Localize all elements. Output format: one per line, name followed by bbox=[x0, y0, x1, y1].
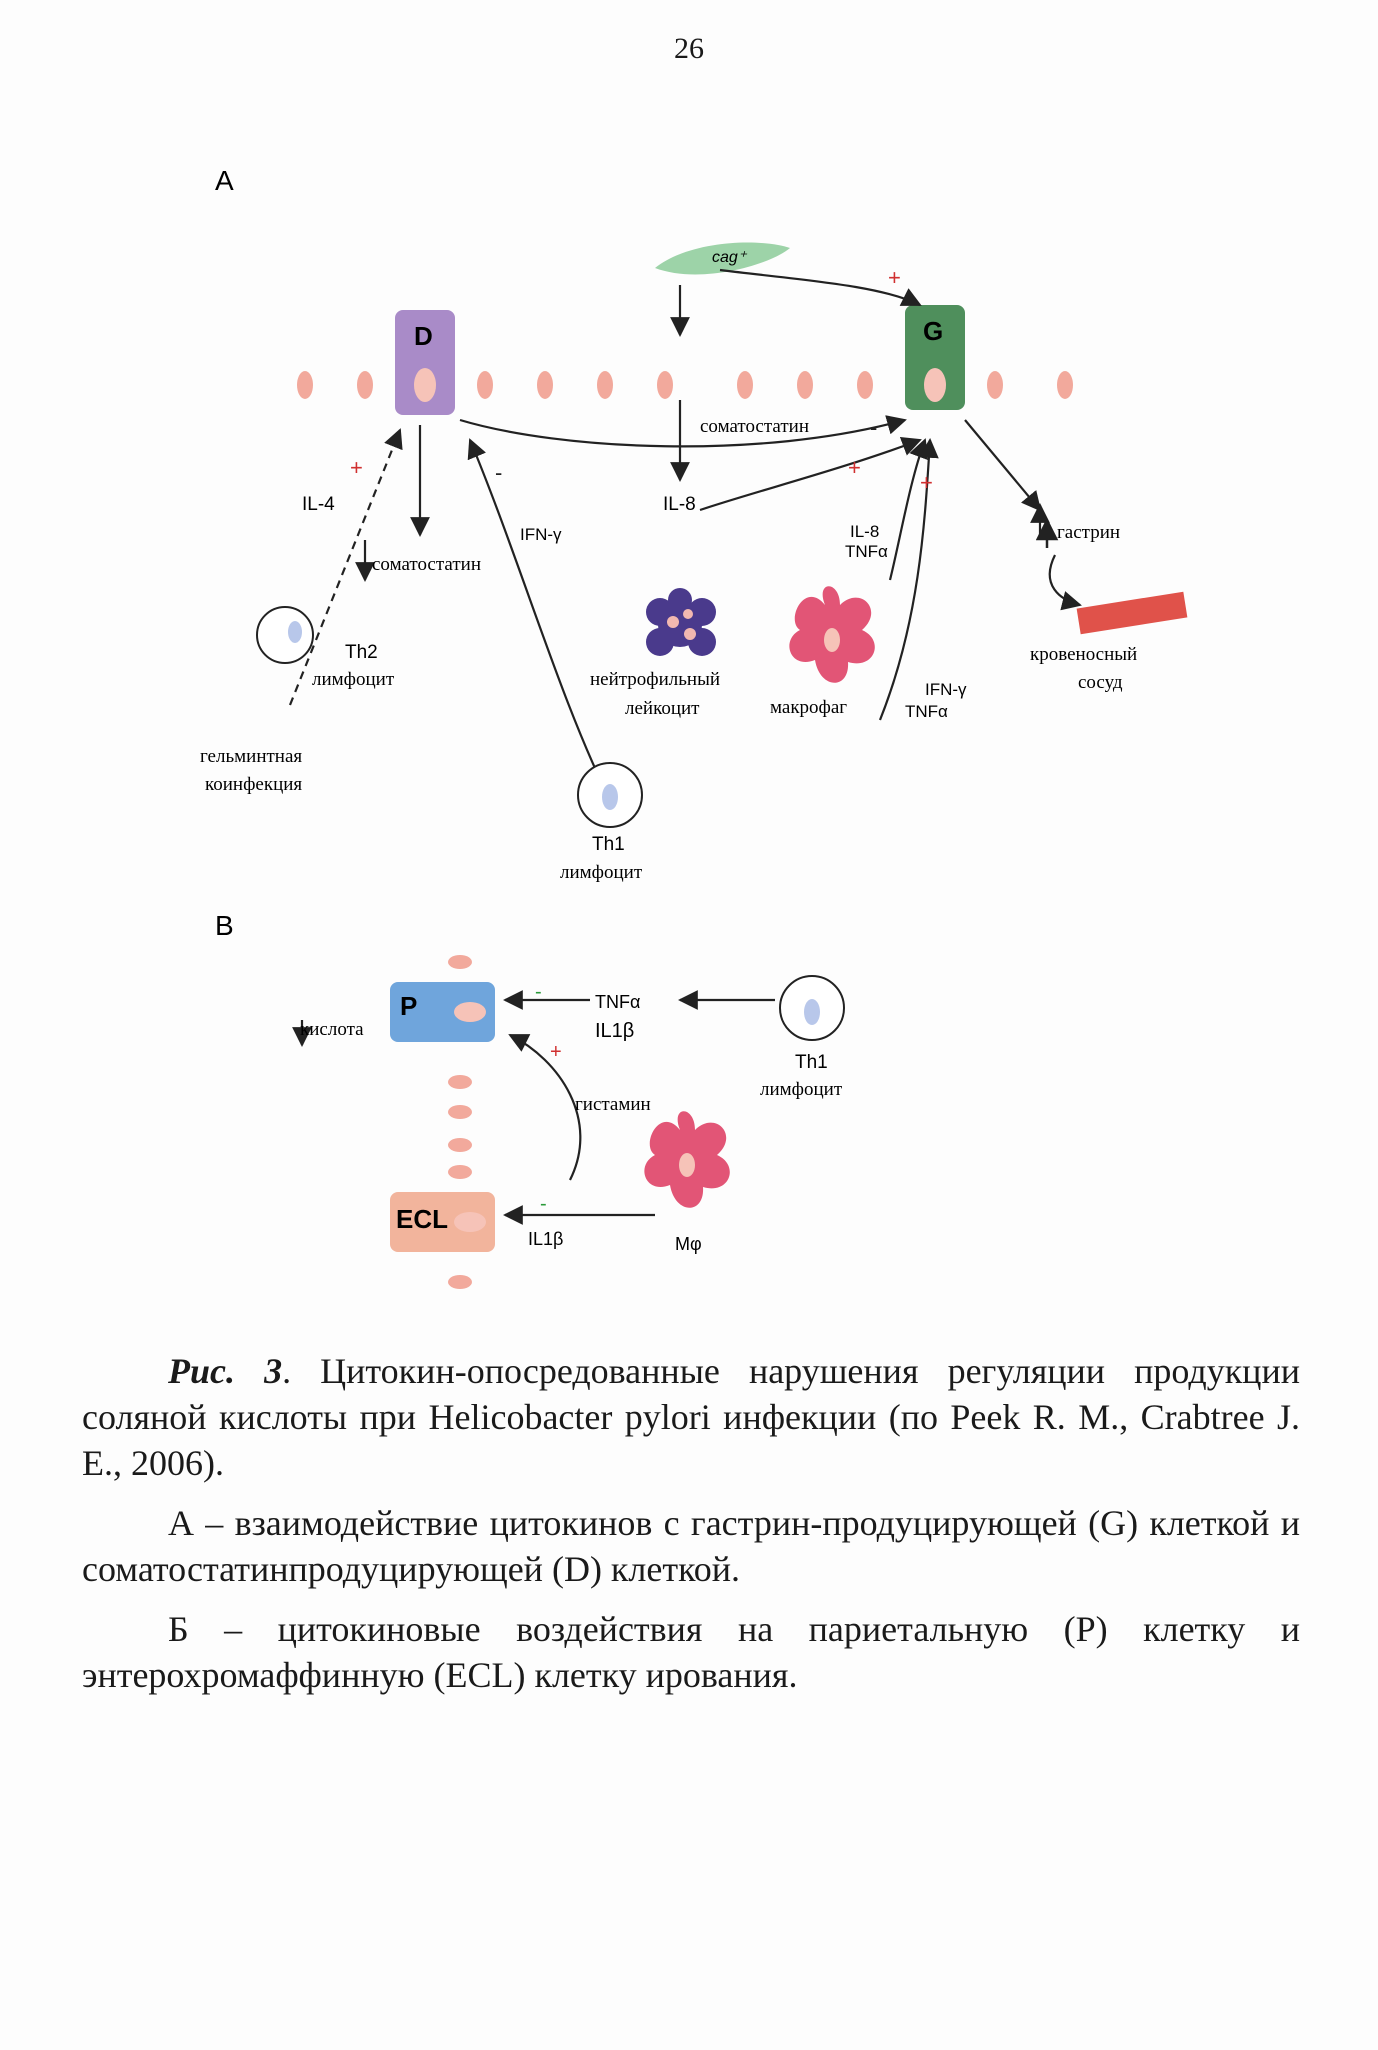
g-cell: G bbox=[905, 305, 965, 410]
d-cell: D bbox=[395, 310, 455, 415]
caption-title: Рис. 3. Цитокин-опосредованные нарушения… bbox=[82, 1348, 1300, 1486]
macrophage-b bbox=[644, 1111, 730, 1208]
somatostatin-label: соматостатин bbox=[372, 554, 481, 575]
blood-vessel bbox=[1076, 591, 1188, 635]
somatostatin-label: соматостатин bbox=[700, 416, 809, 437]
th2-label: Th2 bbox=[345, 642, 378, 663]
panel-a-labels: соматостатин соматостатин IL-8 IL-8 TNFα… bbox=[200, 416, 1137, 883]
il1b-label: IL1β bbox=[595, 1020, 634, 1042]
neutrophil bbox=[646, 588, 716, 656]
il1b-label: IL1β bbox=[528, 1229, 563, 1249]
plus-sign: + bbox=[920, 470, 933, 495]
tnfa-label: TNFα bbox=[845, 542, 888, 561]
figure-diagram: А cag⁺ D G bbox=[200, 165, 1188, 1289]
minus-sign: - bbox=[540, 1193, 547, 1215]
panel-a-label: А bbox=[215, 165, 234, 196]
il8-label: IL-8 bbox=[850, 522, 879, 541]
panel-b-labels: кислота TNFα IL1β гистамин IL1β Th1 лимф… bbox=[300, 992, 843, 1254]
d-cell-label: D bbox=[414, 321, 433, 351]
panel-a-arrows bbox=[288, 268, 1082, 801]
helminth-label: коинфекция bbox=[205, 774, 302, 795]
minus-sign: - bbox=[495, 460, 502, 485]
plus-sign: + bbox=[350, 455, 363, 480]
th2-lymphocyte bbox=[256, 606, 314, 664]
ifn-gamma-label: IFN-γ bbox=[925, 680, 967, 699]
panel-b-signs: + - - bbox=[535, 981, 562, 1215]
helminth-label: гельминтная bbox=[200, 746, 302, 767]
plus-sign: + bbox=[550, 1041, 562, 1063]
figure-label: Рис. 3 bbox=[168, 1351, 283, 1391]
minus-sign: - bbox=[535, 981, 542, 1003]
cag-label: cag⁺ bbox=[712, 249, 748, 266]
neutrophil-label: нейтрофильный bbox=[590, 669, 720, 690]
caption-paragraph-b: Б – цитокиновые воздействия на париеталь… bbox=[82, 1609, 1300, 1695]
th1-label: Th1 bbox=[795, 1052, 828, 1073]
minus-sign: - bbox=[870, 415, 877, 440]
p-cell: P bbox=[390, 982, 495, 1042]
il4-label: IL-4 bbox=[302, 494, 335, 515]
blood-vessel-label: кровеносный bbox=[1030, 644, 1137, 665]
blood-vessel-label: сосуд bbox=[1078, 672, 1123, 693]
tnfa-label: TNFα bbox=[595, 992, 640, 1012]
th1-label: лимфоцит bbox=[760, 1079, 843, 1100]
ecl-cell-label: ECL bbox=[396, 1204, 448, 1234]
plus-sign: + bbox=[888, 265, 901, 290]
g-cell-label: G bbox=[923, 316, 943, 346]
macrophage-label: Mφ bbox=[675, 1234, 702, 1254]
neutrophil-label: лейкоцит bbox=[625, 698, 700, 719]
ifn-gamma-label: IFN-γ bbox=[520, 525, 562, 544]
tnfa-label: TNFα bbox=[905, 702, 948, 721]
macrophage-a bbox=[789, 586, 875, 683]
th1-label: Th1 bbox=[592, 834, 625, 855]
figure-caption: Рис. 3. Цитокин-опосредованные нарушения… bbox=[82, 1348, 1300, 1698]
gastrin-label: гастрин bbox=[1057, 522, 1120, 543]
cag-bacterium: cag⁺ bbox=[655, 242, 790, 275]
caption-paragraph-a: А – взаимодействие цитокинов с гастрин-п… bbox=[82, 1503, 1300, 1589]
p-cell-label: P bbox=[400, 991, 417, 1021]
membrane-dots-a bbox=[297, 371, 1073, 399]
ecl-cell: ECL bbox=[390, 1192, 495, 1252]
il8-label: IL-8 bbox=[663, 494, 696, 515]
th1-lymphocyte-b bbox=[779, 975, 845, 1041]
panel-b-label: В bbox=[215, 910, 234, 941]
plus-sign: + bbox=[848, 455, 861, 480]
panel-b-arrows bbox=[292, 990, 775, 1225]
macrophage-label: макрофаг bbox=[770, 697, 847, 718]
th1-lymphocyte-a bbox=[577, 762, 643, 828]
panel-a-signs: + - + - + + bbox=[350, 265, 933, 495]
acid-label: кислота bbox=[300, 1019, 364, 1040]
membrane-dots-b bbox=[448, 955, 472, 1289]
th2-label: лимфоцит bbox=[312, 669, 395, 690]
figure-text: . Цитокин-опосредованные нарушения регул… bbox=[82, 1351, 1300, 1483]
th1-label: лимфоцит bbox=[560, 862, 643, 883]
histamine-label: гистамин bbox=[575, 1094, 651, 1115]
page-number: 26 bbox=[674, 32, 704, 65]
